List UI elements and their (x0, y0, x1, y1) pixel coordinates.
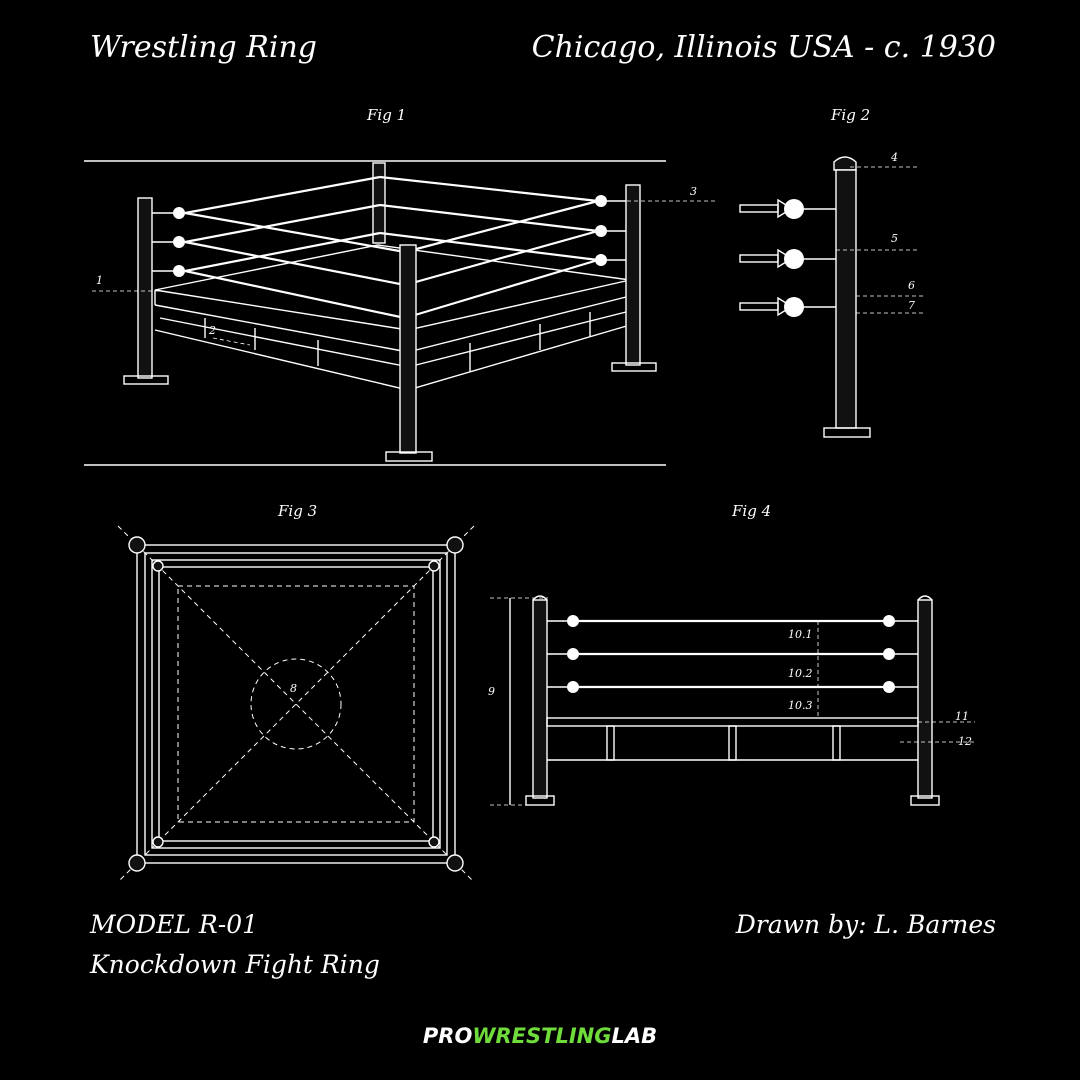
fig1-base-frame (154, 324, 631, 391)
callout-5: 5 (891, 232, 898, 245)
fig3-diagonal-a (117, 525, 475, 883)
fig4-ropes (578, 619, 884, 689)
logo-wrestling: WRESTLING (472, 1024, 612, 1048)
fig1-ropes (184, 175, 599, 320)
fig1-apron-left (154, 304, 409, 353)
callout-10-1: 10.1 (788, 628, 813, 641)
fig3-mat-boundary (177, 585, 415, 823)
callout-10-2: 10.2 (788, 667, 813, 680)
callout-10-3: 10.3 (788, 699, 813, 712)
drawn-by: Drawn by: L. Barnes (735, 910, 996, 939)
fig4-mat-edge (546, 717, 919, 727)
fig3-center-circle (250, 658, 342, 750)
fig4-post-right (917, 599, 933, 799)
diagram-location-date: Chicago, Illinois USA - c. 1930 (531, 30, 996, 65)
fig2-post-detail: 4 5 6 7 (739, 151, 925, 438)
fig4-turnbuckles (547, 615, 918, 693)
fig1-apron-right (407, 295, 631, 353)
fig3-outer-square (136, 544, 456, 864)
fig2-post-cap (833, 156, 857, 171)
fig1-post-front (399, 244, 417, 454)
fig1-post-front-base (385, 451, 433, 462)
fig1-turnbuckles (152, 195, 626, 277)
fig1-post-back (372, 162, 386, 244)
fig4-side-elevation: 10.1 10.2 10.3 9 11 12 (488, 595, 975, 806)
fig3-corner-posts (128, 536, 464, 872)
logo-lab: LAB (611, 1024, 658, 1048)
pro-wrestling-lab-logo: PROWRESTLINGLAB (0, 1024, 1080, 1048)
callout-4: 4 (890, 151, 898, 164)
fig1-perspective-ring: 1 3 2 (84, 160, 718, 466)
fig1-post-left-base (123, 375, 169, 385)
fig1-post-right-base (611, 362, 657, 372)
callout-11: 11 (955, 710, 969, 723)
fig4-caption: Fig 4 (732, 502, 772, 520)
callout-1: 1 (96, 274, 103, 287)
fig3-caption: Fig 3 (278, 502, 318, 520)
fig2-turnbuckles (739, 198, 836, 317)
fig1-mat-surface (154, 244, 631, 331)
fig1-caption: Fig 1 (367, 106, 407, 124)
fig1-post-left (137, 197, 153, 379)
callout-9: 9 (488, 685, 495, 698)
fig3-top-plan: 8 (117, 525, 475, 883)
model-number: MODEL R-01 (90, 910, 259, 939)
fig2-post-base (823, 427, 871, 438)
callout-2: 2 (208, 324, 216, 337)
fig3-diagonal-b (117, 525, 475, 883)
fig2-caption: Fig 2 (831, 106, 871, 124)
callout-8: 8 (290, 682, 297, 695)
model-subtitle: Knockdown Fight Ring (90, 950, 380, 979)
fig4-post-left (532, 599, 548, 799)
fig1-post-right (625, 184, 641, 366)
callout-12: 12 (958, 735, 972, 748)
logo-pro: PRO (422, 1024, 473, 1048)
callout-3: 3 (690, 185, 697, 198)
callout-7: 7 (908, 299, 915, 312)
fig2-post (835, 169, 857, 429)
callout-6: 6 (908, 279, 915, 292)
diagram-title: Wrestling Ring (90, 30, 317, 65)
